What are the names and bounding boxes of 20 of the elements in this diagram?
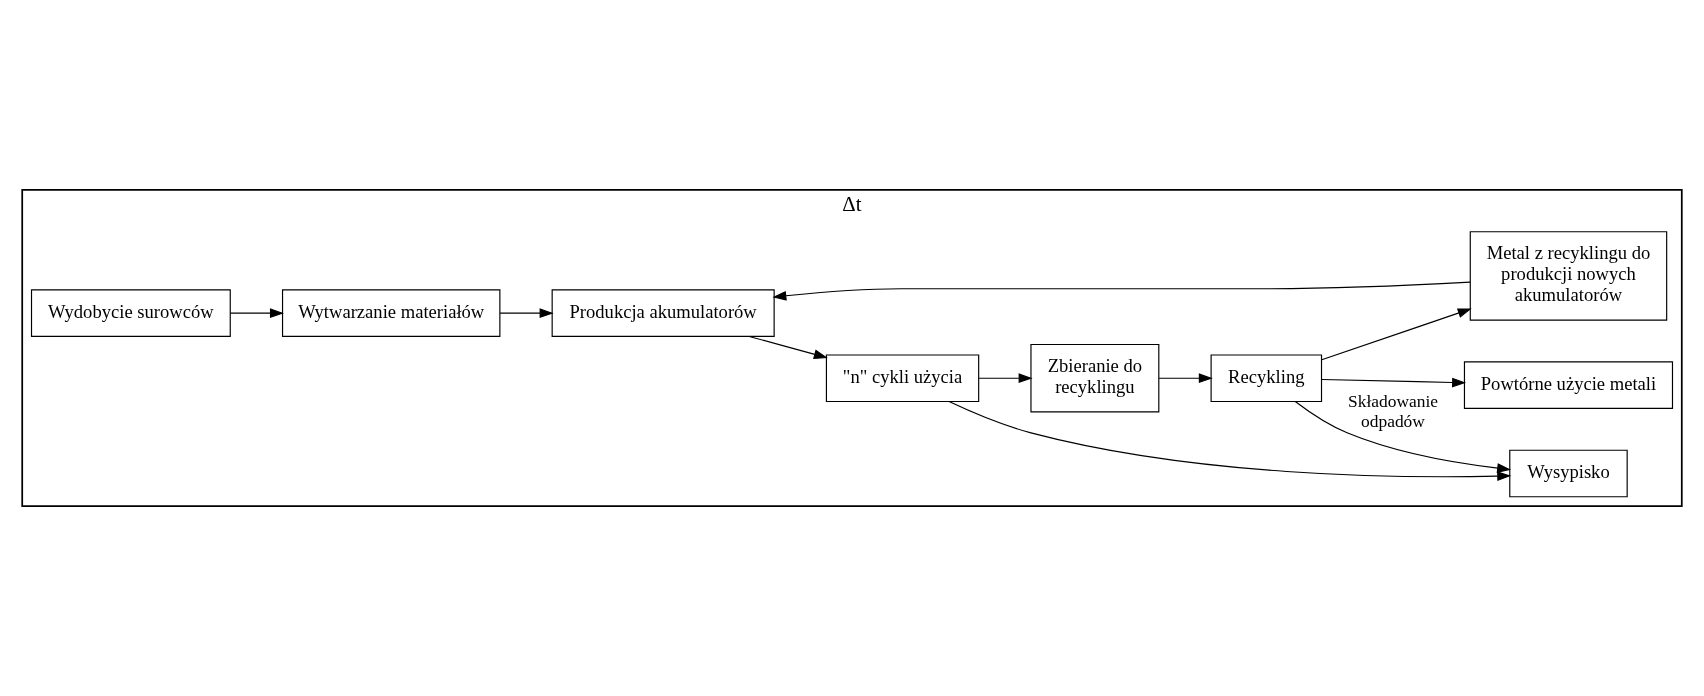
node-box: Zbieranie do recyklingu <box>1030 343 1160 413</box>
arrow <box>1158 373 1213 384</box>
node-box: Wydobycie surowców <box>30 289 231 337</box>
arrow <box>1321 308 1472 361</box>
node-box: Wytwarzanie materiałów <box>281 289 501 337</box>
arrow <box>1321 377 1467 388</box>
node-box: Powtórne użycie metali <box>1463 361 1674 409</box>
arrow <box>748 335 828 360</box>
node-box: Wysypisko <box>1509 449 1628 498</box>
arrow <box>1294 401 1512 473</box>
arrow <box>978 373 1033 384</box>
arrow <box>772 281 1471 301</box>
arrow <box>948 401 1512 482</box>
arrow <box>229 308 284 318</box>
arrow <box>499 308 554 318</box>
node-box: Produkcja akumulatorów <box>551 289 775 337</box>
node-box: Recykling <box>1210 354 1323 403</box>
node-box: "n" cykli użycia <box>825 354 980 403</box>
edge-label: Składowanie odpadów <box>1347 391 1438 432</box>
node-box: Metal z recyklingu do produkcji nowych akumulatorów <box>1469 231 1668 321</box>
